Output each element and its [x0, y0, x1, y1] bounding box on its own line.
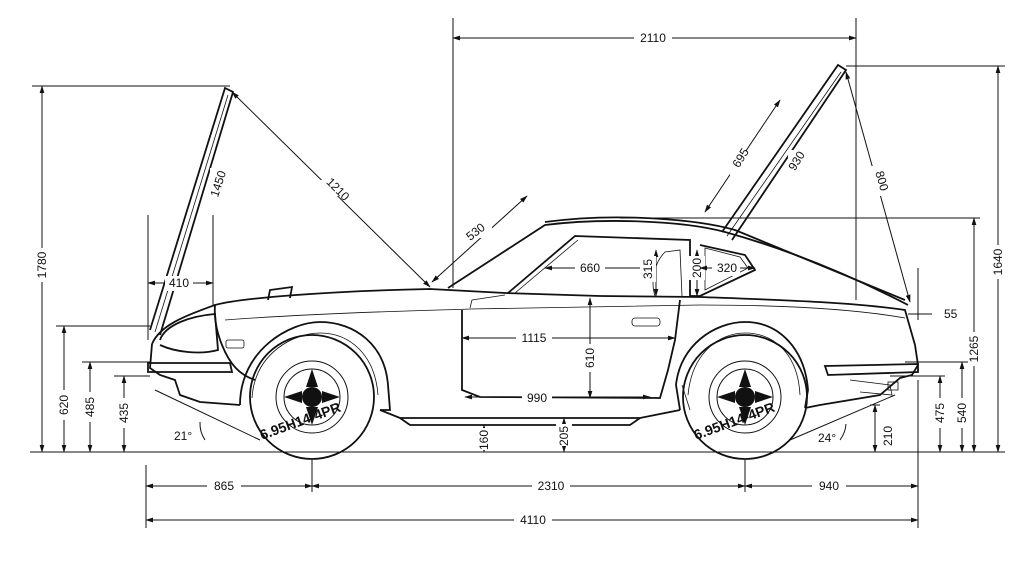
dim-wheelbase-row: 865 2310 940 — [145, 460, 919, 494]
rear-space-label: 320 — [717, 261, 737, 275]
tail-offset-label: 55 — [944, 307, 958, 321]
height-hatch-label: 1640 — [991, 248, 1005, 275]
cabin-length-label: 660 — [580, 261, 600, 275]
open-hood — [149, 86, 235, 336]
overall-length-label: 4110 — [520, 513, 546, 527]
rear-bumper-bottom-label: 475 — [933, 403, 947, 423]
bumper-front-bottom-label: 435 — [117, 403, 131, 423]
height-roof-label: 1265 — [967, 335, 981, 362]
bumper-front-top-label: 620 — [57, 395, 71, 415]
rear-seat-height-label: 200 — [690, 258, 704, 278]
dim-clearances: 160 205 210 — [476, 404, 896, 453]
wheelbase-label: 2310 — [538, 479, 565, 493]
front-overhang-label: 865 — [214, 479, 234, 493]
tire-label-rear: 6.95H14-4PR — [692, 399, 777, 443]
door-width-bottom-label: 990 — [527, 391, 547, 405]
dim-hatch: 695 930 800 — [704, 71, 911, 303]
door-width-top-label: 1115 — [522, 331, 547, 345]
dim-hood: 410 1210 1450 — [147, 91, 431, 340]
dim-tail-offset: 55 — [908, 268, 958, 321]
front-wheel — [249, 334, 375, 460]
clearance-center-label: 205 — [557, 426, 571, 446]
dim-bumper-front: 620 485 435 — [56, 325, 150, 453]
tire-label-front: 6.95H14-4PR — [258, 399, 343, 443]
rear-overhang-label: 940 — [819, 479, 839, 493]
door-height-label: 610 — [583, 348, 597, 368]
car-body — [147, 216, 919, 426]
rear-wheel — [682, 334, 808, 460]
roof-length-label: 2110 — [640, 31, 666, 45]
clearance-front-label: 160 — [477, 430, 491, 450]
dim-angles: 21° 24° — [154, 389, 896, 453]
dim-height-hatch: 1640 — [846, 65, 1006, 453]
dim-height-roof: 1265 — [620, 217, 982, 453]
dim-height-hood: 1780 — [32, 85, 230, 453]
dim-windshield: 530 — [431, 195, 528, 283]
rear-bumper-top-label: 540 — [955, 403, 969, 423]
approach-angle-label: 21° — [174, 429, 192, 443]
seat-height-label: 315 — [641, 259, 655, 279]
departure-angle-label: 24° — [818, 431, 836, 445]
bumper-front-mid-label: 485 — [83, 397, 97, 417]
hood-front-label: 410 — [169, 276, 189, 290]
dim-rear-bumper: 540 475 — [890, 361, 970, 453]
dim-cabin: 660 315 200 320 — [544, 249, 756, 297]
dim-overall-length: 4110 — [145, 380, 919, 528]
rear-clearance-label: 210 — [881, 426, 895, 446]
height-hood-label: 1780 — [35, 251, 49, 278]
hatch-diag-label: 800 — [872, 169, 891, 192]
dim-door: 1115 610 990 — [461, 297, 676, 405]
